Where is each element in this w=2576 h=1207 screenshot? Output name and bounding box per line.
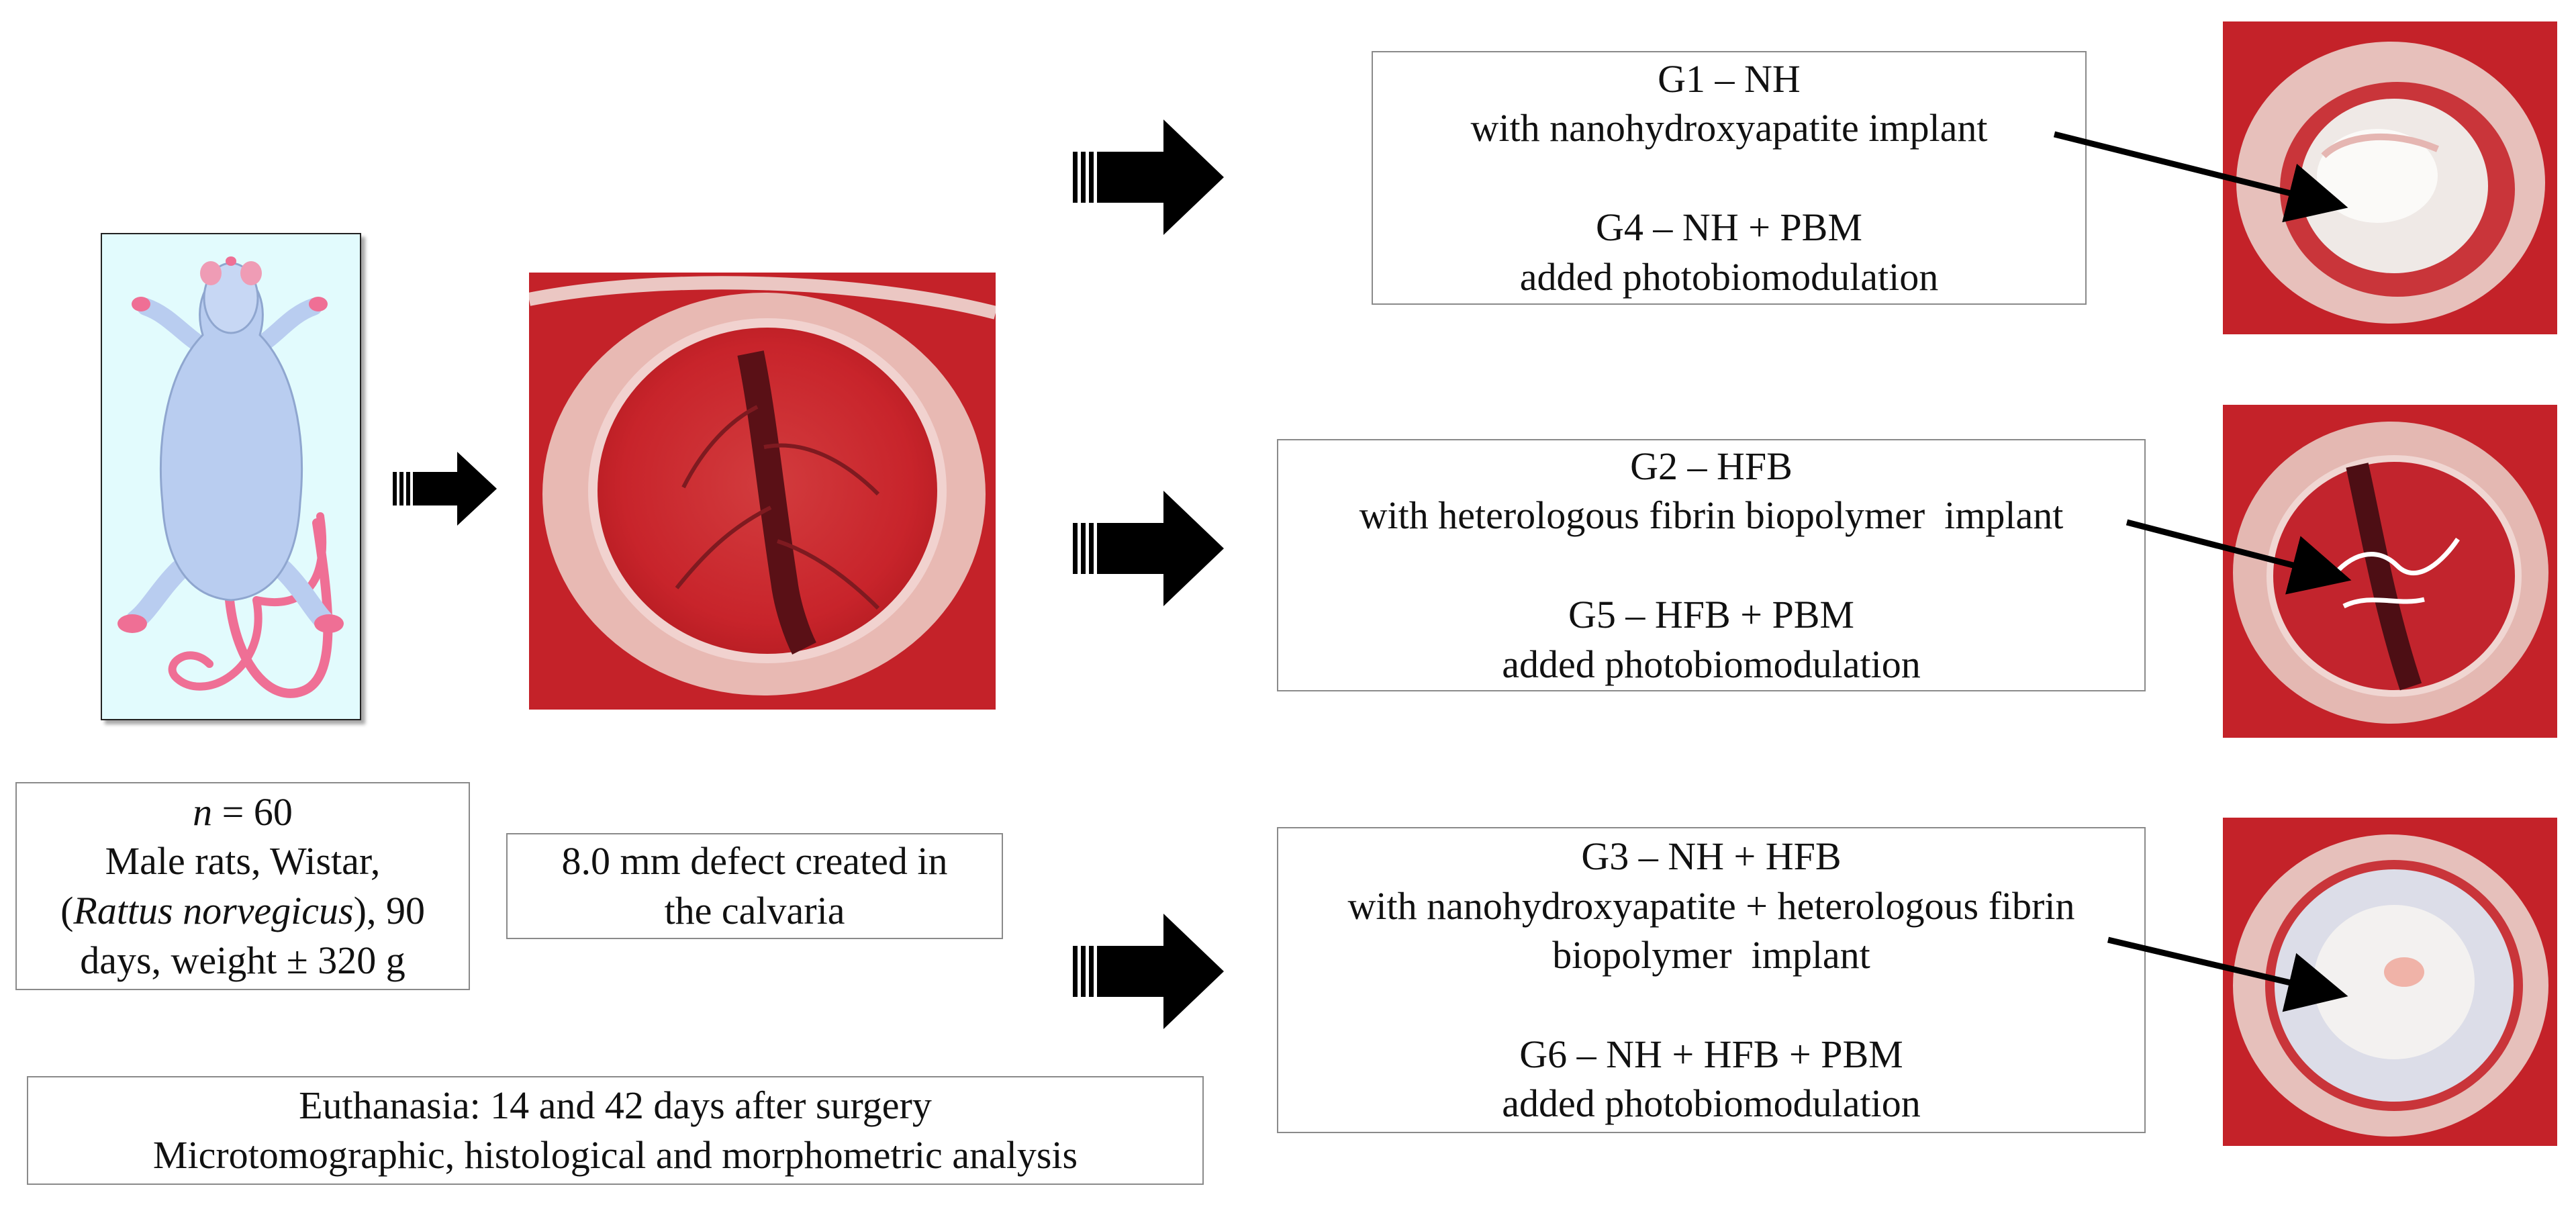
group-2-title: G2 – HFB bbox=[1630, 444, 1793, 488]
group-6-title: G6 – NH + HFB + PBM bbox=[1519, 1032, 1903, 1076]
arrow-to-defect-icon bbox=[393, 452, 497, 526]
arrow-group-3-icon bbox=[1073, 914, 1224, 1029]
group-3-description-cont: biopolymer implant bbox=[1552, 933, 1870, 977]
rat-body bbox=[160, 273, 303, 601]
combined-implant-photo bbox=[2223, 818, 2557, 1146]
group-6-description: added photobiomodulation bbox=[1502, 1081, 1921, 1126]
subject-line-4: days, weight ± 320 g bbox=[80, 938, 406, 982]
euthanasia-line-2: Microtomographic, histological and morph… bbox=[152, 1133, 1078, 1177]
group-3-box: G3 – NH + HFB with nanohydroxyapatite + … bbox=[1277, 827, 2146, 1133]
subject-line-2: Male rats, Wistar, bbox=[105, 839, 381, 883]
sample-size-line: n = 60 bbox=[17, 787, 469, 837]
subject-line-3: (Rattus norvegicus), 90 bbox=[60, 889, 425, 932]
sample-size-symbol: n bbox=[193, 789, 213, 834]
defect-line-1: 8.0 mm defect created in bbox=[561, 839, 948, 883]
group-1-description: with nanohydroxyapatite implant bbox=[1470, 106, 1988, 150]
rat-illustration-panel bbox=[101, 233, 361, 720]
species-name: Rattus norvegicus bbox=[73, 889, 354, 932]
group-4-title: G4 – NH + PBM bbox=[1596, 205, 1862, 249]
group-4-description: added photobiomodulation bbox=[1519, 254, 1939, 299]
nanohydroxyapatite-implant-photo bbox=[2223, 21, 2557, 334]
group-3-title: G3 – NH + HFB bbox=[1581, 834, 1842, 878]
defect-line-2: the calvaria bbox=[664, 889, 845, 932]
rat-illustration bbox=[117, 256, 344, 698]
sample-size-value: = 60 bbox=[212, 789, 293, 834]
arrow-group-1-icon bbox=[1073, 119, 1224, 235]
group-3-description: with nanohydroxyapatite + heterologous f… bbox=[1347, 883, 2075, 928]
calvaria-defect-photo bbox=[529, 273, 996, 710]
group-1-box: G1 – NH with nanohydroxyapatite implant … bbox=[1372, 51, 2087, 305]
subject-info-box: n = 60 Male rats, Wistar, (Rattus norveg… bbox=[15, 782, 470, 990]
group-2-description: with heterologous fibrin biopolymer impl… bbox=[1359, 493, 2064, 538]
fibrin-biopolymer-implant-photo bbox=[2223, 405, 2557, 738]
euthanasia-line-1: Euthanasia: 14 and 42 days after surgery bbox=[299, 1083, 932, 1128]
euthanasia-box: Euthanasia: 14 and 42 days after surgery… bbox=[27, 1076, 1204, 1185]
group-2-box: G2 – HFB with heterologous fibrin biopol… bbox=[1277, 439, 2146, 691]
group-5-description: added photobiomodulation bbox=[1502, 642, 1921, 686]
group-1-title: G1 – NH bbox=[1658, 56, 1801, 101]
arrow-group-2-icon bbox=[1073, 491, 1224, 606]
group-5-title: G5 – HFB + PBM bbox=[1568, 593, 1854, 636]
defect-description-box: 8.0 mm defect created in the calvaria bbox=[506, 833, 1003, 939]
